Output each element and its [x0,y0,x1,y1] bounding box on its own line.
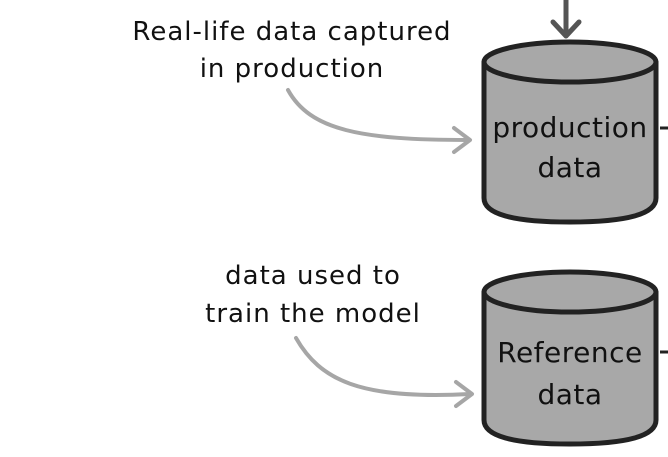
reference-annotation: data used to train the model [205,261,421,329]
production-data-cylinder: production data [481,39,668,225]
reference-annotation-line2: train the model [205,299,421,329]
reference-cylinder-line2: data [537,378,602,411]
production-annotation-line1: Real-life data captured [132,17,451,47]
production-annotation: Real-life data captured in production [132,17,451,84]
production-cylinder-line2: data [537,151,602,184]
production-cylinder-line1: production [492,111,647,144]
reference-annotation-line1: data used to [225,261,401,291]
incoming-arrow [550,0,582,39]
reference-annotation-arrow [294,336,474,408]
production-annotation-line2: in production [200,54,385,84]
reference-cylinder-line1: Reference [497,336,643,369]
production-annotation-arrow [286,88,472,154]
reference-data-cylinder: Reference data [481,269,668,447]
